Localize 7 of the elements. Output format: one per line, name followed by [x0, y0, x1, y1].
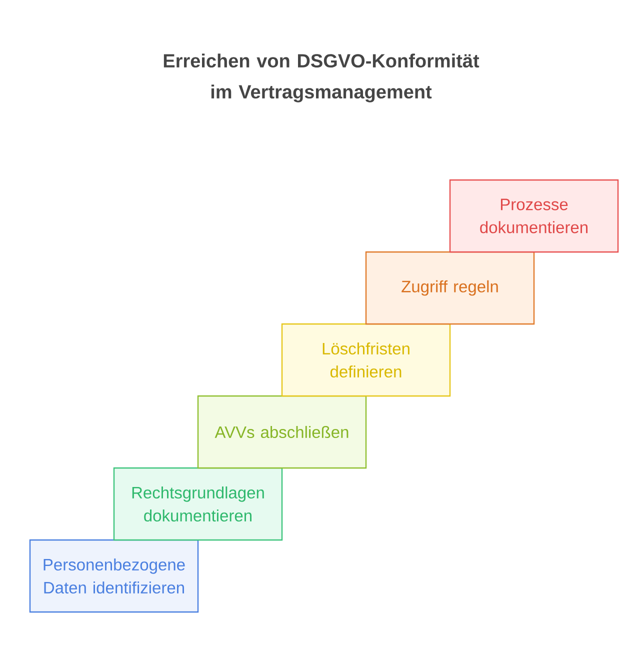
step-box: AVVs abschließen	[197, 395, 367, 469]
step-box: Zugriff regeln	[365, 251, 535, 325]
step-box: Löschfristen definieren	[281, 323, 451, 397]
step-box: Prozesse dokumentieren	[449, 179, 619, 253]
step-box: Rechtsgrundlagen dokumentieren	[113, 467, 283, 541]
title: Erreichen von DSGVO-Konformität im Vertragsmanagement	[164, 54, 480, 102]
step-box: Personenbezogene Daten identifizieren	[29, 539, 199, 613]
